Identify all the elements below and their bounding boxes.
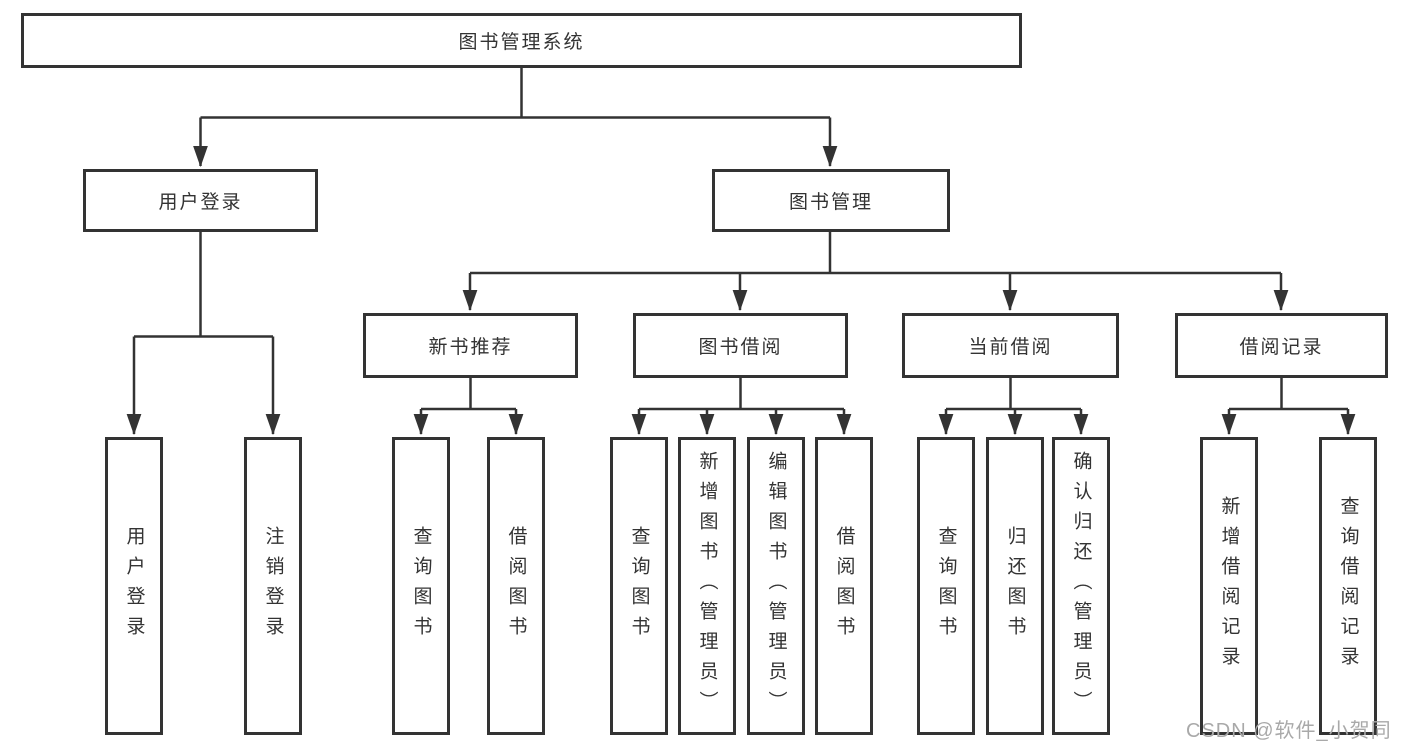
node-borrow-books-recommend: 借阅图书 <box>487 437 545 735</box>
node-library-management-system: 图书管理系统 <box>21 13 1022 68</box>
node-user-login: 用户登录 <box>83 169 318 232</box>
node-new-book-recommendation: 新书推荐 <box>363 313 578 378</box>
node-borrowing-records: 借阅记录 <box>1175 313 1388 378</box>
node-user-login-action: 用户登录 <box>105 437 163 735</box>
node-book-borrowing: 图书借阅 <box>633 313 848 378</box>
node-logout-action: 注销登录 <box>244 437 302 735</box>
node-return-books: 归还图书 <box>986 437 1044 735</box>
node-query-books-borrowing: 查询图书 <box>610 437 668 735</box>
node-query-books-current: 查询图书 <box>917 437 975 735</box>
node-current-borrowing: 当前借阅 <box>902 313 1119 378</box>
node-book-management: 图书管理 <box>712 169 950 232</box>
node-borrow-books-borrowing: 借阅图书 <box>815 437 873 735</box>
node-confirm-return-admin: 确认归还（管理员） <box>1052 437 1110 735</box>
node-query-books-recommend: 查询图书 <box>392 437 450 735</box>
node-add-borrow-record: 新增借阅记录 <box>1200 437 1258 735</box>
node-query-borrow-record: 查询借阅记录 <box>1319 437 1377 735</box>
node-edit-books-admin: 编辑图书（管理员） <box>747 437 805 735</box>
node-add-books-admin: 新增图书（管理员） <box>678 437 736 735</box>
watermark: CSDN @软件_小贺同学 <box>1186 720 1392 742</box>
